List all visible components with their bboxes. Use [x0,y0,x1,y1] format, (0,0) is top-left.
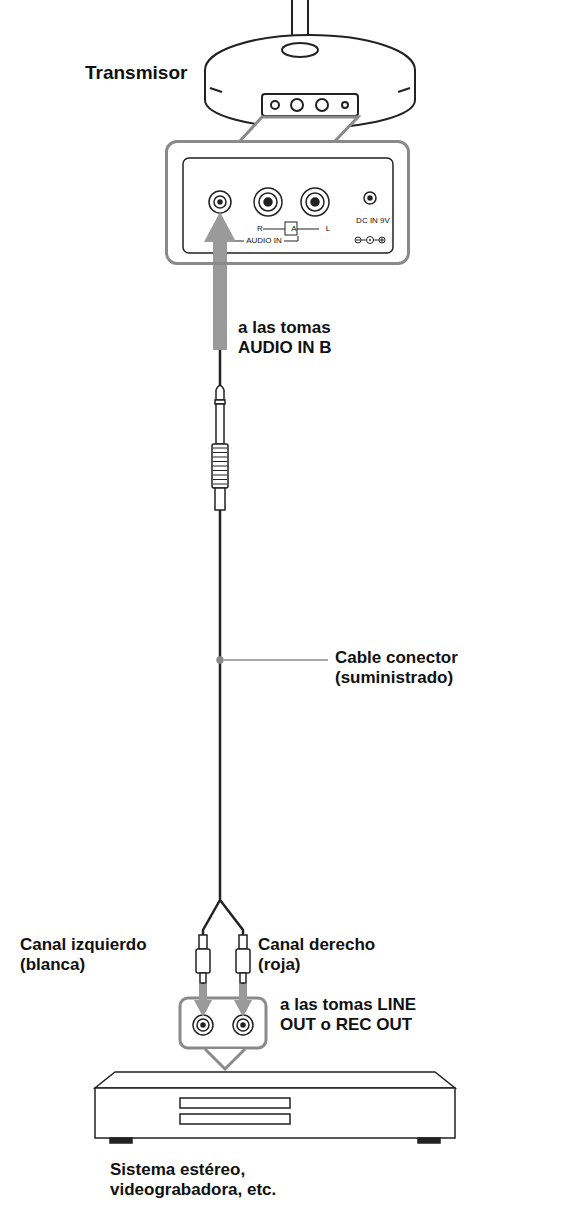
jack-panel-detail [218,200,222,204]
jack-panel-detail [214,196,226,208]
connector-cable [203,265,243,990]
transmitter-drawing [291,99,303,111]
output-jack-panel [180,998,266,1069]
transmitter-drawing [271,101,279,109]
stereo-unit-drawing [418,1138,440,1143]
stereo-unit-drawing [110,1138,132,1143]
insert-arrow [204,212,236,350]
jack-panel-detail [356,238,384,242]
insert-arrow [194,984,252,1017]
jack-panel-detail [306,193,324,211]
insert-arrow [234,984,252,1017]
rca-jack [241,1023,245,1027]
plug-grip-ridges [213,452,227,453]
jack-panel-detail [285,222,297,235]
plug-grip-ridges [213,484,227,485]
node-heading: Transmisor [85,62,187,85]
device-node: Transmisor [80,20,420,125]
jack-label: R [257,225,263,233]
jack-panel-detail [368,196,372,200]
minijack-plug [212,444,228,488]
stereo-unit-drawing [95,1072,455,1143]
stereo-unit-drawing [95,1072,455,1088]
plug-grip-ridges [213,470,227,471]
rca-jack [193,1015,253,1035]
channel-label: Canal izquierdo (blanca) [20,935,180,976]
rca-jack [233,1015,253,1035]
rca-jack [197,1019,209,1031]
minijack-plug [215,488,225,510]
connection-note: a las tomas AUDIO IN B [238,318,368,359]
rca-plug [196,949,210,973]
plug-grip-ridges [213,457,227,458]
jack-panel-detail [369,239,371,241]
jack-panel-detail [259,193,277,211]
jack-label: A [291,225,296,233]
plug-grip-ridges [213,448,227,484]
callout-pointer [240,117,358,141]
callout-pointer [240,117,358,141]
insert-arrow [204,212,236,350]
stereo-unit-drawing [95,1088,455,1138]
device-caption: Sistema estéreo, videograbadora, etc. [110,1160,320,1201]
minijack-plug [212,386,228,511]
rca-plug [240,973,246,983]
transmitter-drawing [205,0,415,128]
connection-note: a las tomas LINE OUT o REC OUT [280,995,450,1036]
rca-plug [196,935,250,983]
jack-panel-detail [311,198,319,206]
transmitter-drawing [210,88,410,92]
rca-jack [193,1015,213,1035]
transmitter-drawing [342,102,348,108]
plug-grip-ridges [213,466,227,467]
minijack-plug [216,386,224,401]
power-jack-label: DC IN 9V [356,217,390,225]
jack-panel-detail [263,229,319,230]
rca-plug [236,949,250,973]
rca-jack [237,1019,249,1031]
leader-line [224,659,328,661]
output-jack-panel [205,1049,245,1069]
cable-label: Cable conector (suministrado) [335,648,475,689]
leader-line [217,657,223,663]
jack-panel-box: R A L AUDIO IN DC IN 9V [165,140,410,265]
stereo-unit-drawing [180,1114,290,1124]
insert-arrow [194,984,212,1017]
jack-group-label: AUDIO IN [246,237,282,245]
jack-panel-detail [264,198,272,206]
jack-panel-detail [364,192,376,204]
rca-plug [200,973,206,983]
plug-grip-ridges [213,475,227,476]
rca-jack [201,1023,205,1027]
transmitter-drawing [282,43,318,57]
jack-panel-detail [209,191,231,213]
rca-plug [199,935,207,949]
leader-line [217,657,328,663]
plug-grip-ridges [213,479,227,480]
transmitter-drawing [262,94,358,116]
minijack-plug [216,404,224,444]
jack-label: L [326,225,330,233]
jack-panel-detail [301,188,329,216]
plug-grip-ridges [213,461,227,462]
plug-grip-ridges [213,448,227,449]
channel-label: Canal derecho (roja) [258,935,398,976]
stereo-unit-drawing [180,1098,290,1108]
transmitter-drawing [316,99,328,111]
rca-plug [239,935,247,949]
jack-panel-detail [254,188,282,216]
output-jack-panel [180,998,266,1048]
jack-panel-detail [367,237,374,244]
transmitter-drawing [205,35,415,128]
